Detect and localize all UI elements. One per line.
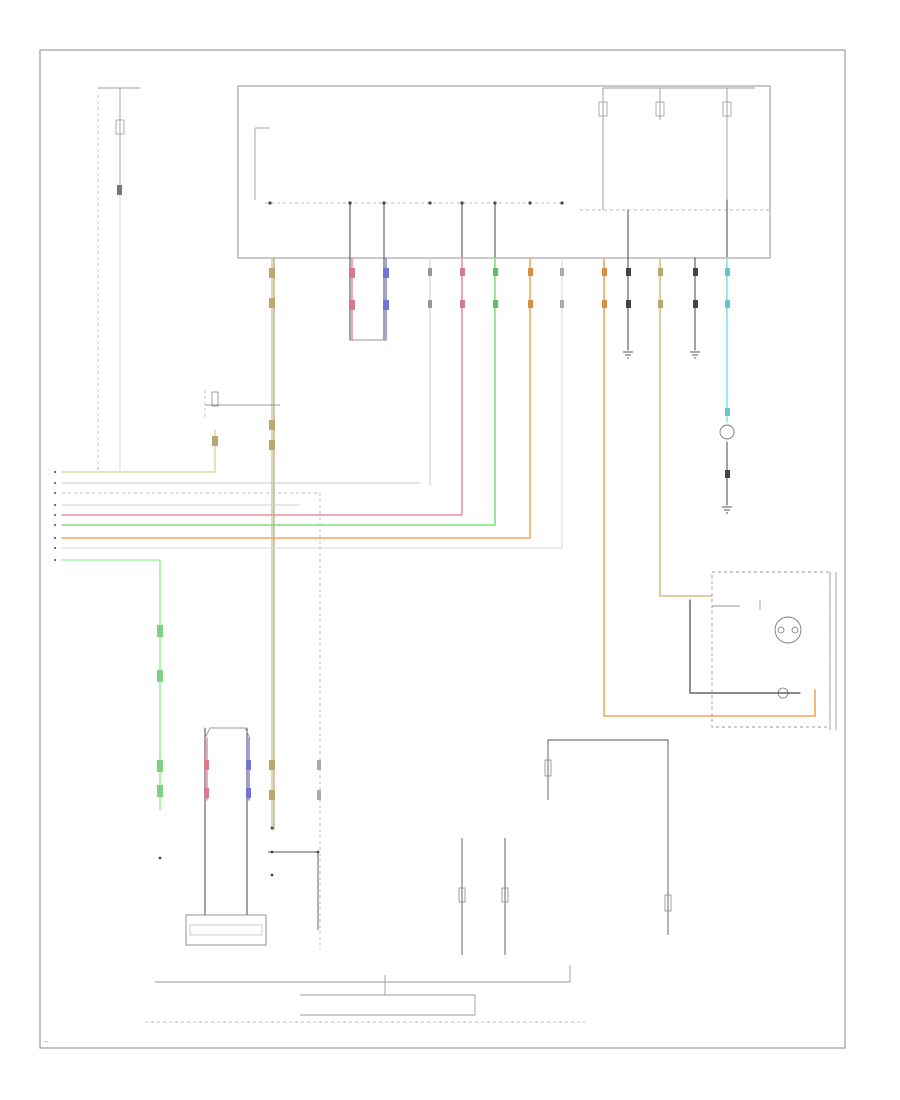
top-right-fuses <box>598 87 755 210</box>
footer-label: — <box>44 1039 48 1044</box>
wire-orange-right <box>603 257 816 717</box>
lower-right-component <box>544 739 672 935</box>
left-bus-lines <box>61 429 420 950</box>
top-left-fuse-circuit <box>97 87 140 470</box>
control-unit-dashed-dividers <box>254 100 770 211</box>
outer-frame <box>39 49 846 1049</box>
wire-orange-bus <box>61 257 531 539</box>
relay-box <box>204 390 280 420</box>
wire-pink-bus <box>61 202 463 516</box>
wire-green-bus <box>61 202 496 526</box>
lamp-assembly <box>689 571 837 730</box>
control-unit-pin-row <box>265 201 565 205</box>
wire-cyan-right <box>719 199 735 514</box>
lower-left-module <box>185 914 267 946</box>
wire-black-ground-1 <box>623 209 633 359</box>
bottom-switches <box>458 838 509 955</box>
left-bus-terminals <box>54 471 56 561</box>
connector-marks <box>117 185 730 800</box>
bottom-network-lines <box>145 965 585 1023</box>
wire-lightgray-bus <box>61 257 563 549</box>
bottom-switch-contacts <box>158 826 320 930</box>
lower-left-wire-pair <box>204 727 251 916</box>
wire-tan-right <box>659 257 713 597</box>
wire-blue-upper <box>350 202 387 341</box>
control-unit-box <box>237 85 771 259</box>
